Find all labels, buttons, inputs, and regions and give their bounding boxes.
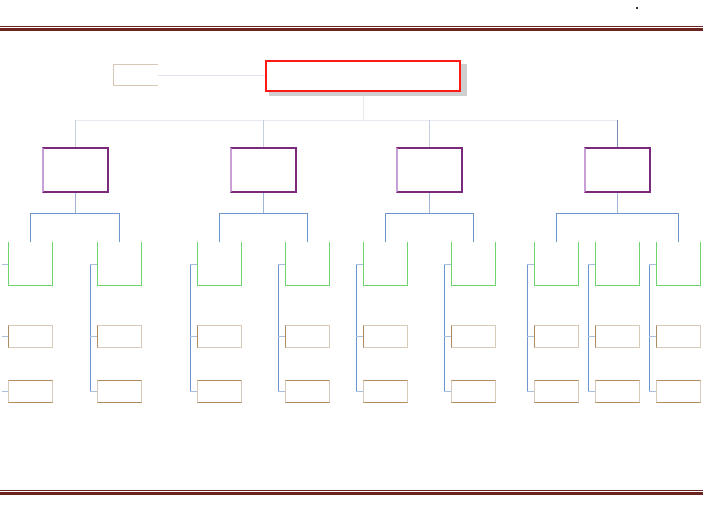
leaf-stub	[444, 391, 451, 392]
leaf-stub	[2, 264, 8, 265]
group-drop	[429, 193, 430, 214]
level2-bus	[75, 120, 618, 121]
group-bus	[219, 213, 308, 214]
leaf-box-tan	[363, 325, 408, 348]
level2-box	[230, 147, 297, 193]
leaf-spine	[356, 264, 357, 392]
leaf-stub	[90, 336, 97, 337]
leaf-box-brown	[534, 380, 579, 403]
leaf-stub	[90, 264, 97, 265]
leaf-spine	[444, 264, 445, 392]
header-rule-thick	[0, 28, 703, 31]
leaf-spine	[90, 264, 91, 392]
column-drop	[678, 214, 679, 242]
leaf-box-tan	[197, 325, 242, 348]
leaf-stub	[588, 391, 595, 392]
leaf-stub	[356, 264, 363, 265]
leaf-box-brown	[8, 380, 53, 403]
footer-rule-thick	[0, 492, 703, 495]
header-rule-thin	[0, 26, 703, 27]
leaf-stub	[444, 336, 451, 337]
leaf-box-tan	[97, 325, 142, 348]
leaf-stub	[2, 336, 8, 337]
leaf-box-brown	[451, 380, 496, 403]
leaf-stub	[356, 336, 363, 337]
leaf-stub	[527, 391, 534, 392]
leaf-box-brown	[285, 380, 330, 403]
leaf-stub	[527, 336, 534, 337]
leaf-box-brown	[656, 380, 701, 403]
group-drop	[263, 193, 264, 214]
column-drop	[385, 214, 386, 242]
side-box	[113, 64, 158, 86]
leaf-spine	[278, 264, 279, 392]
column-drop	[119, 214, 120, 242]
leaf-stub	[278, 391, 285, 392]
leaf-spine	[190, 264, 191, 392]
leaf-stub	[588, 336, 595, 337]
leaf-box-green	[285, 242, 330, 286]
leaf-box-green	[656, 242, 701, 286]
leaf-stub	[190, 336, 197, 337]
leaf-box-green	[8, 242, 53, 286]
leaf-box-tan	[595, 325, 640, 348]
leaf-box-tan	[451, 325, 496, 348]
leaf-box-green	[97, 242, 142, 286]
leaf-stub	[356, 391, 363, 392]
group-bus	[30, 213, 120, 214]
column-drop	[473, 214, 474, 242]
leaf-stub	[649, 391, 656, 392]
leaf-box-green	[595, 242, 640, 286]
leaf-box-tan	[534, 325, 579, 348]
footer-rule-thin	[0, 490, 703, 491]
leaf-stub	[278, 264, 285, 265]
column-drop	[30, 214, 31, 242]
side-connector	[158, 75, 265, 76]
leaf-box-tan	[8, 325, 53, 348]
leaf-spine	[649, 264, 650, 392]
leaf-box-brown	[97, 380, 142, 403]
leaf-box-tan	[656, 325, 701, 348]
group-drop	[75, 193, 76, 214]
leaf-spine	[588, 264, 589, 392]
leaf-stub	[278, 336, 285, 337]
leaf-stub	[649, 336, 656, 337]
level2-drop	[617, 120, 618, 147]
page-marker-dot	[636, 7, 638, 9]
leaf-stub	[2, 391, 8, 392]
leaf-box-green	[451, 242, 496, 286]
level2-drop	[75, 120, 76, 147]
leaf-box-green	[534, 242, 579, 286]
leaf-box-brown	[595, 380, 640, 403]
level2-drop	[429, 120, 430, 147]
leaf-stub	[527, 264, 534, 265]
root-box	[265, 60, 461, 92]
leaf-box-brown	[197, 380, 242, 403]
leaf-box-green	[197, 242, 242, 286]
root-connector	[363, 96, 364, 120]
leaf-stub	[190, 391, 197, 392]
leaf-stub	[649, 264, 656, 265]
group-bus	[556, 213, 679, 214]
level2-box	[584, 147, 651, 193]
column-drop	[219, 214, 220, 242]
column-drop	[307, 214, 308, 242]
leaf-stub	[588, 264, 595, 265]
leaf-spine	[527, 264, 528, 392]
leaf-stub	[190, 264, 197, 265]
leaf-stub	[444, 264, 451, 265]
group-drop	[617, 193, 618, 214]
level2-box	[396, 147, 463, 193]
leaf-stub	[90, 391, 97, 392]
level2-box	[42, 147, 109, 193]
level2-drop	[263, 120, 264, 147]
group-bus	[385, 213, 474, 214]
leaf-box-tan	[285, 325, 330, 348]
column-drop	[556, 214, 557, 242]
leaf-box-green	[363, 242, 408, 286]
leaf-box-brown	[363, 380, 408, 403]
